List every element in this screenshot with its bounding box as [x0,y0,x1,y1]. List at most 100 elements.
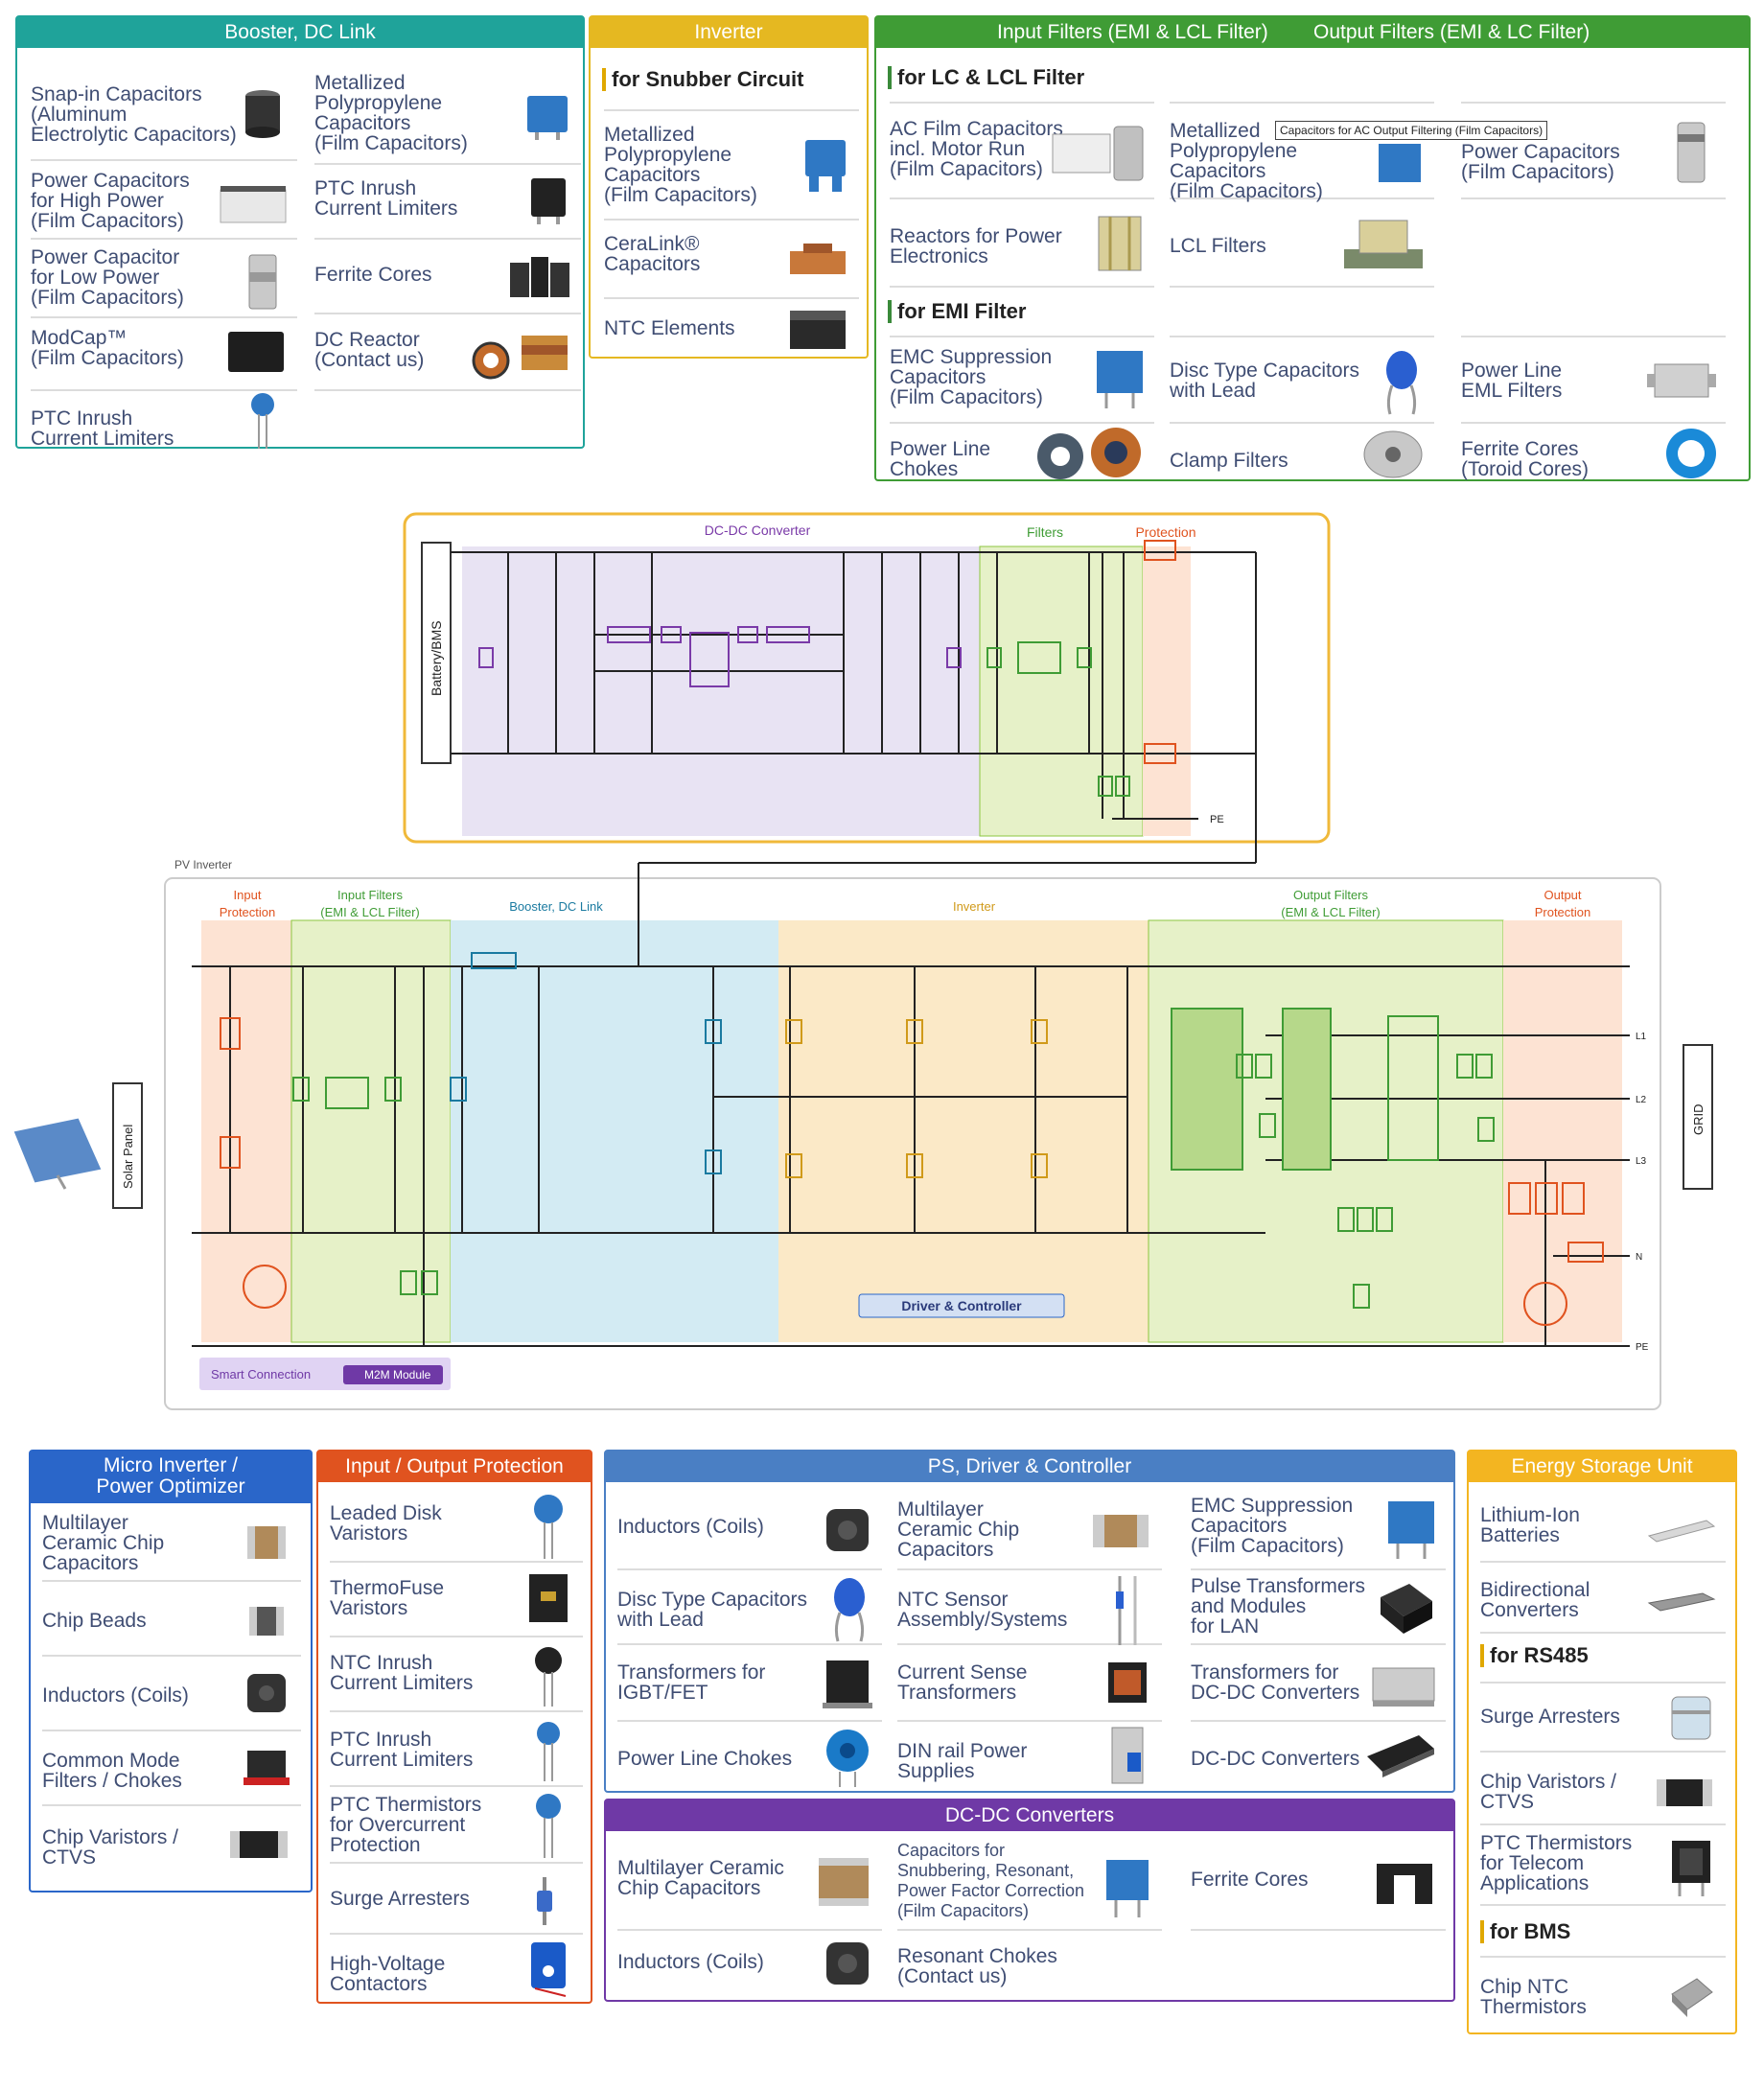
emc-capacitor-icon [1097,351,1143,408]
dcdc-filters-label: Filters [1027,524,1063,540]
booster-title: Booster, DC Link [17,17,583,48]
igbt-transformer-icon [823,1660,872,1708]
booster-item-2[interactable]: Power Capacitors for High Power (Film Ca… [31,161,297,240]
eml-filter-icon [1647,363,1716,398]
dcdc-item-3[interactable]: Inductors (Coils) [617,1931,882,2000]
zone-input-protection [201,920,291,1342]
filters-item-5[interactable]: EMC Suppression Capacitors (Film Capacit… [890,336,1154,424]
ps-item-8[interactable]: Transformers for DC-DC Converters [1191,1645,1446,1722]
filters-item-4[interactable]: LCL Filters [1170,199,1434,288]
ps-item-3[interactable]: Disc Type Capacitors with Lead [617,1570,882,1645]
common-mode-filter-icon [244,1751,290,1785]
filters-item-9[interactable]: Clamp Filters [1170,424,1434,483]
ps-item-0[interactable]: Inductors (Coils) [617,1486,882,1570]
io-item-2[interactable]: NTC Inrush Current Limiters [330,1637,583,1712]
clamp-filter-icon [1363,430,1423,478]
filters-item-6[interactable]: Disc Type Capacitors with Lead [1170,336,1434,424]
micro-item-3[interactable]: Common Mode Filters / Chokes [42,1731,301,1806]
booster-item-5[interactable]: Ferrite Cores [314,240,581,314]
ps-item-2[interactable]: EMC Suppression Capacitors (Film Capacit… [1191,1486,1446,1570]
lcl-filter-icon [1344,220,1423,268]
esu-title: Energy Storage Unit [1469,1451,1735,1482]
l3-label: L3 [1636,1156,1647,1167]
smart-connection-label: Smart Connection [211,1367,311,1382]
filters-item-3[interactable]: Reactors for Power Electronics [890,199,1154,288]
io-item-0[interactable]: Leaded Disk Varistors [330,1488,583,1563]
inverter-item-1[interactable]: CeraLink® Capacitors [604,221,859,299]
pe-label: PE [1636,1342,1649,1353]
solar-panel-box[interactable] [112,1082,143,1209]
label-input-filters: Input Filters [337,888,403,902]
inverter-item-0[interactable]: Metallized Polypropylene Capacitors (Fil… [604,109,859,221]
driver-controller-box[interactable] [858,1293,1065,1318]
booster-item-7[interactable]: DC Reactor (Contact us) [314,314,581,391]
filters-item-0[interactable]: AC Film Capacitors incl. Motor Run (Film… [890,102,1154,199]
disc-capacitor-icon [834,1578,865,1642]
dcdc-zone-filters [979,546,1144,837]
dcdc-item-1[interactable]: Capacitors for Snubbering, Resonant, Pow… [897,1837,1162,1931]
ptc-block-icon [531,178,566,224]
chip-varistor-icon [230,1831,288,1858]
ps-item-10[interactable]: DIN rail Power Supplies [897,1722,1162,1789]
dcdc-title: DC-DC Converter [705,522,811,538]
io-item-6[interactable]: High-Voltage Contactors [330,1935,583,2002]
filters-item-10[interactable]: Ferrite Cores (Toroid Cores) [1461,424,1726,483]
ps-item-9[interactable]: Power Line Chokes [617,1722,882,1789]
esu-item-1[interactable]: Bidirectional Converters [1480,1563,1726,1634]
esu-item-5[interactable]: Chip NTC Thermistors [1480,1956,1726,2031]
micro-item-0[interactable]: Multilayer Ceramic Chip Capacitors [42,1507,301,1582]
tooltip: Capacitors for AC Output Filtering (Film… [1275,121,1548,140]
io-item-1[interactable]: ThermoFuse Varistors [330,1563,583,1637]
inverter-title: Inverter [591,17,867,48]
dcdc-converter-icon [1367,1735,1434,1777]
ps-item-5[interactable]: Pulse Transformers and Modules for LAN [1191,1570,1446,1645]
inverter-item-2[interactable]: NTC Elements [604,299,859,357]
ps-item-1[interactable]: Multilayer Ceramic Chip Capacitors [897,1486,1162,1570]
inverter-sub: for Snubber Circuit [602,65,803,94]
m2m-module-badge[interactable] [343,1365,443,1384]
booster-item-4[interactable]: Power Capacitor for Low Power (Film Capa… [31,240,297,318]
battery-box[interactable] [421,542,452,764]
ps-item-4[interactable]: NTC Sensor Assembly/Systems [897,1570,1162,1645]
booster-item-0[interactable]: Snap-in Capacitors (Aluminum Electrolyti… [31,63,297,161]
filters-item-7[interactable]: Power Line EML Filters [1461,336,1726,424]
filters-item-1[interactable]: Metallized Polypropylene Capacitors (Fil… [1170,102,1434,201]
esu-item-0[interactable]: Lithium-Ion Batteries [1480,1490,1726,1563]
mlcc-icon [819,1858,869,1906]
driver-controller-label: Driver & Controller [901,1298,1022,1313]
ps-item-6[interactable]: Transformers for IGBT/FET [617,1645,882,1722]
filters-item-2[interactable]: Power Capacitors (Film Capacitors) [1461,102,1726,199]
chip-varistor-icon [1657,1779,1712,1806]
dcdc-item-4[interactable]: Resonant Chokes (Contact us) [897,1945,1057,1987]
ceralink-icon [790,244,846,274]
booster-item-3[interactable]: PTC Inrush Current Limiters [314,165,581,240]
ntc-inrush-icon [535,1647,562,1707]
esu-item-4[interactable]: PTC Thermistors for Telecom Applications [1480,1825,1726,1906]
esu-item-3[interactable]: Chip Varistors / CTVS [1480,1753,1726,1825]
ferrite-core-icon [510,257,569,297]
ps-item-7[interactable]: Current Sense Transformers [897,1645,1162,1722]
dcdc-transformer-icon [1372,1667,1435,1707]
io-item-4[interactable]: PTC Thermistors for Overcurrent Protecti… [330,1787,583,1864]
io-item-5[interactable]: Surge Arresters [330,1864,583,1935]
filters-item-8[interactable]: Power Line Chokes [890,424,1154,483]
grid-box[interactable] [1683,1044,1713,1190]
film-capacitor-icon [1379,144,1421,182]
zone-booster [451,920,778,1342]
booster-item-6[interactable]: ModCap™ (Film Capacitors) [31,318,297,391]
dcdc-item-2[interactable]: Ferrite Cores [1191,1837,1446,1931]
dcdc-item-0[interactable]: Multilayer Ceramic Chip Capacitors [617,1837,882,1931]
disc-capacitor-icon [1386,351,1417,415]
io-item-3[interactable]: PTC Inrush Current Limiters [330,1712,583,1787]
booster-item-8[interactable]: PTC Inrush Current Limiters [31,391,297,449]
micro-item-2[interactable]: Inductors (Coils) [42,1657,301,1731]
ps-item-11[interactable]: DC-DC Converters [1191,1722,1446,1789]
mlcc-icon [247,1526,286,1559]
micro-item-1[interactable]: Chip Beads [42,1582,301,1657]
booster-panel: Booster, DC Link Snap-in Capacitors (Alu… [15,15,585,449]
booster-item-1[interactable]: Metallized Polypropylene Capacitors (Fil… [314,59,581,165]
micro-item-4[interactable]: Chip Varistors / CTVS [42,1806,301,1883]
modcap-icon [228,332,284,372]
chip-bead-icon [249,1607,284,1636]
esu-item-2[interactable]: Surge Arresters [1480,1682,1726,1753]
